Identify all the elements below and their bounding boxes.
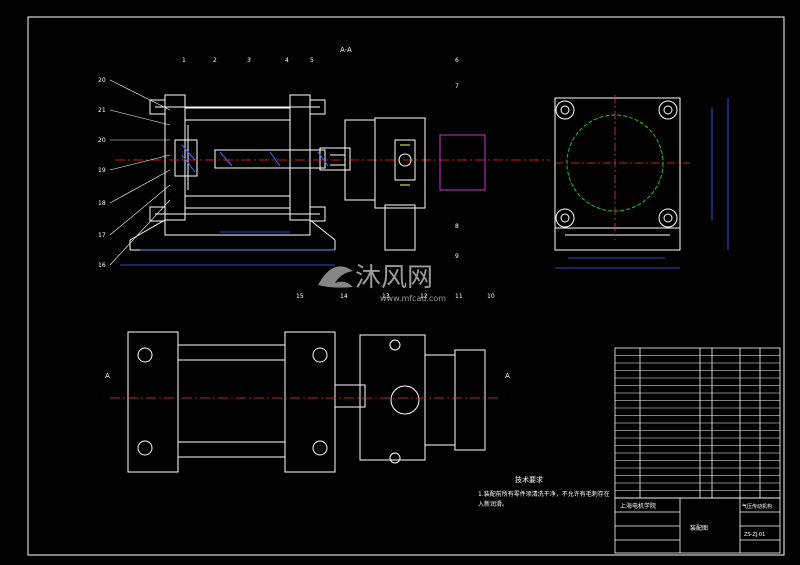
balloon-label: 17 — [98, 232, 106, 239]
leader-line — [109, 184, 171, 236]
title-block — [614, 497, 781, 554]
balloon-label: 3 — [247, 57, 251, 64]
balloon-label: 2 — [213, 57, 217, 64]
balloon-label: 16 — [98, 262, 106, 269]
balloon-label: 20 — [98, 77, 106, 84]
balloon-label: 8 — [455, 223, 459, 230]
side-view — [554, 97, 681, 251]
balloon-label: 1 — [182, 57, 186, 64]
watermark-logo: 沐风网 www.mfcad.com — [318, 263, 446, 303]
cylinder-section-view — [129, 94, 351, 251]
tech-note-1: 1.装配前所有零件须清洗干净，不允许有毛刺存在 — [478, 490, 610, 498]
parts-list-rows — [615, 355, 780, 491]
tech-note-2: 入新润滑。 — [478, 500, 508, 508]
title-block-name: 气压传动机构 — [742, 503, 772, 510]
yellow-detail — [400, 144, 410, 186]
leader-line — [109, 154, 171, 171]
balloon-label: 11 — [455, 293, 463, 300]
leader-line — [109, 109, 171, 126]
leader-line — [109, 79, 171, 111]
watermark-url: www.mfcad.com — [380, 294, 446, 303]
section-mark-left: A — [105, 372, 110, 380]
leader-line — [109, 199, 171, 266]
title-block-assembly: 装配图 — [690, 524, 708, 532]
balloon-label: 20 — [98, 137, 106, 144]
cylinder-hatch — [181, 144, 329, 173]
side-dimensions — [555, 98, 729, 269]
balloon-label: 12 — [420, 293, 428, 300]
balloon-label: 13 — [382, 293, 390, 300]
balloon-label: 6 — [455, 57, 459, 64]
watermark-brand: 沐风网 — [355, 263, 433, 293]
section-label: A-A — [340, 46, 352, 54]
balloon-label: 7 — [455, 83, 459, 90]
balloon-label: 18 — [98, 200, 106, 207]
leader-line — [109, 169, 171, 204]
balloon-label: 5 — [310, 57, 314, 64]
dimension-lines — [120, 125, 346, 266]
balloon-label: 19 — [98, 167, 106, 174]
balloon-label: 10 — [487, 293, 495, 300]
title-block-school: 上海电机学院 — [620, 502, 656, 510]
balloon-label: 4 — [285, 57, 289, 64]
cam-assembly-view — [330, 117, 426, 251]
balloon-label: 15 — [296, 293, 304, 300]
balloon-label: 9 — [455, 253, 459, 260]
magenta-workpiece — [439, 134, 486, 191]
balloon-label: 21 — [98, 107, 106, 114]
plan-view — [127, 331, 486, 473]
drawing-border — [27, 16, 785, 556]
title-block-number: ZS-ZJ-01 — [744, 532, 765, 538]
section-mark-right: A — [505, 372, 510, 380]
tech-requirements-title: 技术要求 — [515, 475, 543, 484]
balloon-label: 14 — [340, 293, 348, 300]
